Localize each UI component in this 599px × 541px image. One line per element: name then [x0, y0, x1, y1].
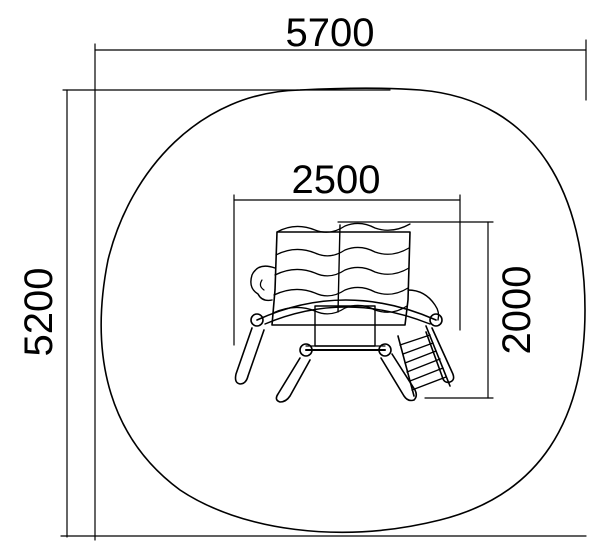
roof-wave-1: [276, 222, 411, 233]
safety-zone-outline: [100, 87, 586, 533]
play-equipment: [234, 222, 455, 403]
frame-arc-inner: [264, 306, 431, 325]
overall-depth-label: 5200: [17, 268, 61, 357]
roof-wave-5: [272, 304, 408, 315]
equipment-depth-label: 2000: [495, 266, 539, 355]
overall-depth-dimension: 5200: [17, 89, 587, 538]
ladder-rail-right: [425, 325, 451, 387]
joint-center-right: [378, 343, 392, 357]
leg-left-outer: [234, 327, 265, 385]
roof-wave-4: [273, 286, 409, 297]
roof-outline: [271, 231, 411, 326]
joint-center-left: [299, 343, 313, 357]
ladder-rung-2: [402, 342, 434, 355]
roof-ridge: [337, 224, 341, 313]
leg-left-inner: [275, 357, 311, 403]
left-ornament-outline: [250, 265, 276, 302]
left-ornament: [250, 265, 276, 302]
overall-width-label: 5700: [286, 11, 375, 55]
equipment-width-label: 2500: [292, 158, 381, 202]
equipment-depth-dimension: 2000: [337, 221, 539, 399]
ladder: [397, 325, 451, 397]
ladder-rung-1: [399, 334, 431, 346]
roof: [271, 222, 411, 326]
equipment-width-dimension: 2500: [233, 158, 461, 346]
roof-wave-3: [274, 266, 410, 277]
center-deck: [314, 305, 376, 347]
roof-wave-2: [275, 246, 410, 257]
ladder-rung-3: [404, 350, 437, 364]
ladder-rung-6: [411, 376, 447, 391]
leg-right-inner: [380, 353, 418, 402]
ladder-rung-4: [406, 358, 441, 373]
overall-width-dimension: 5700: [94, 11, 587, 541]
frame-arc: [256, 299, 437, 321]
ladder-rung-5: [409, 367, 444, 382]
ladder-rail-left: [397, 335, 415, 397]
joint-left: [250, 313, 264, 327]
left-ornament-detail: [259, 279, 265, 291]
joint-right: [429, 313, 443, 327]
